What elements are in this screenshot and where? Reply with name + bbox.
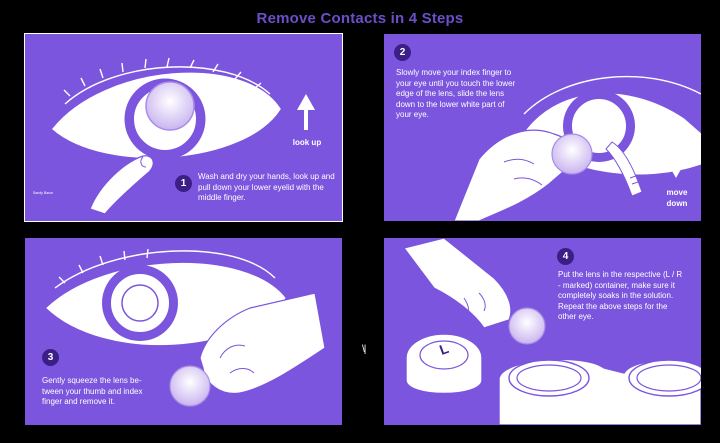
- hand: [402, 238, 512, 329]
- margin-mark: \|: [362, 344, 367, 355]
- step-1-badge: 1: [175, 175, 192, 192]
- step-4-badge: 4: [557, 248, 574, 265]
- eyelashes: [58, 248, 149, 284]
- eyelashes: [63, 57, 262, 97]
- move-label: move: [666, 188, 688, 197]
- hand: [199, 292, 326, 395]
- step-3-text: Gently squeeze the lens be- tween your t…: [42, 376, 143, 406]
- contact-lens: [508, 307, 546, 345]
- finger: [605, 141, 643, 197]
- down-label: down: [666, 199, 688, 208]
- contact-lens: [169, 365, 211, 407]
- up-arrow-icon: [297, 94, 315, 130]
- step-3-illustration: [46, 248, 326, 407]
- page-title: Remove Contacts in 4 Steps: [256, 10, 464, 27]
- step-3-panel: 3 Gently squeeze the lens be- tween your…: [25, 238, 342, 425]
- contact-lens: [551, 133, 593, 175]
- step-4-panel: L 4 Put the lens in the respective (L / …: [384, 238, 701, 425]
- look-up-label: look up: [292, 138, 322, 147]
- step-2-panel: 2 Slowly move your index finger to your …: [384, 34, 701, 221]
- step-4-illustration: [402, 238, 701, 425]
- watermark: Sandy Baron: [33, 191, 54, 195]
- step-2-illustration: [453, 75, 701, 221]
- step-1-text: Wash and dry your hands, look up and pul…: [198, 172, 335, 202]
- finger: [89, 155, 154, 215]
- down-arrow-icon: [667, 142, 685, 178]
- contact-lens: [145, 81, 195, 131]
- step-2-text: Slowly move your index finger to your ey…: [396, 68, 516, 119]
- step-2-badge: 2: [394, 44, 411, 61]
- step-1-panel: look up 1 Wash and dry your hands, look …: [24, 33, 343, 222]
- step-1-illustration: [52, 57, 315, 215]
- step-3-badge: 3: [42, 349, 59, 366]
- step-4-text: Put the lens in the respective (L / R - …: [558, 270, 683, 321]
